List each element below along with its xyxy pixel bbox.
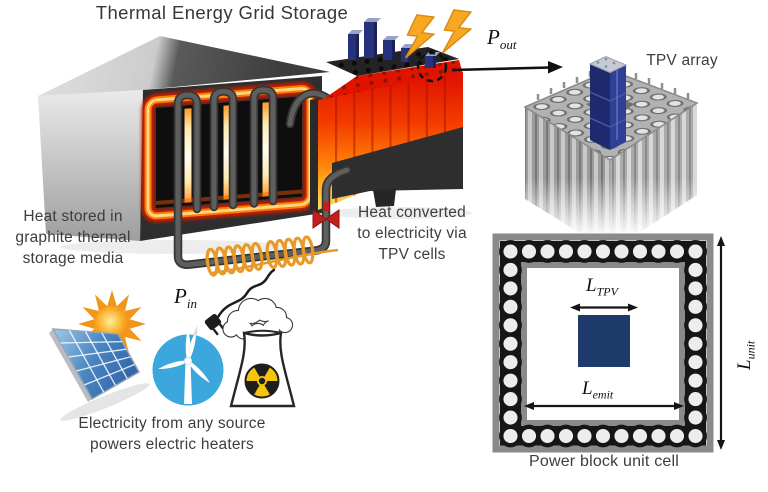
sources-caption: Electricity from any source powers elect… xyxy=(78,415,266,453)
tpv-array-render xyxy=(515,55,750,252)
dim-arrow-ltpv xyxy=(570,303,638,312)
p-out-label: Pout xyxy=(486,25,517,52)
electric-heater-coils xyxy=(205,235,339,277)
dim-arrow-lunit xyxy=(717,236,725,450)
tube-ring xyxy=(499,240,707,448)
power-block-caption: Heat converted to electricity via TPV ce… xyxy=(357,204,467,263)
solar-panel-icon xyxy=(49,328,150,421)
l-emit-label: Lemit xyxy=(581,378,614,402)
tpv-column xyxy=(588,55,628,150)
plug-icon xyxy=(204,313,226,336)
dashed-highlight-circle xyxy=(416,51,448,83)
valve-icon xyxy=(312,202,340,229)
nuclear-plant-icon xyxy=(222,297,296,408)
tpv-array-label: TPV array xyxy=(646,52,718,69)
tpv-cell-square xyxy=(578,315,630,367)
power-out-arrow xyxy=(451,61,563,74)
unit-cell-diagram xyxy=(492,233,725,453)
storage-caption: Heat stored in graphite thermal storage … xyxy=(15,208,131,267)
power-block xyxy=(310,18,463,211)
dim-arrow-lemit xyxy=(524,402,684,410)
l-unit-label: Lunit xyxy=(734,340,758,371)
power-block-shadow xyxy=(328,207,472,219)
pipe-loop xyxy=(173,85,352,269)
unit-cell-caption: Power block unit cell xyxy=(528,453,680,470)
figure-title: Thermal Energy Grid Storage xyxy=(95,2,349,23)
power-cord xyxy=(216,268,276,319)
power-block-lid xyxy=(326,47,459,76)
tpv-columns xyxy=(348,18,440,68)
power-block-trough xyxy=(332,127,463,199)
l-tpv-label: LTPV xyxy=(585,275,620,299)
radiation-icon xyxy=(244,363,280,399)
p-in-label: Pin xyxy=(173,284,197,311)
wind-turbine-icon xyxy=(151,324,224,406)
